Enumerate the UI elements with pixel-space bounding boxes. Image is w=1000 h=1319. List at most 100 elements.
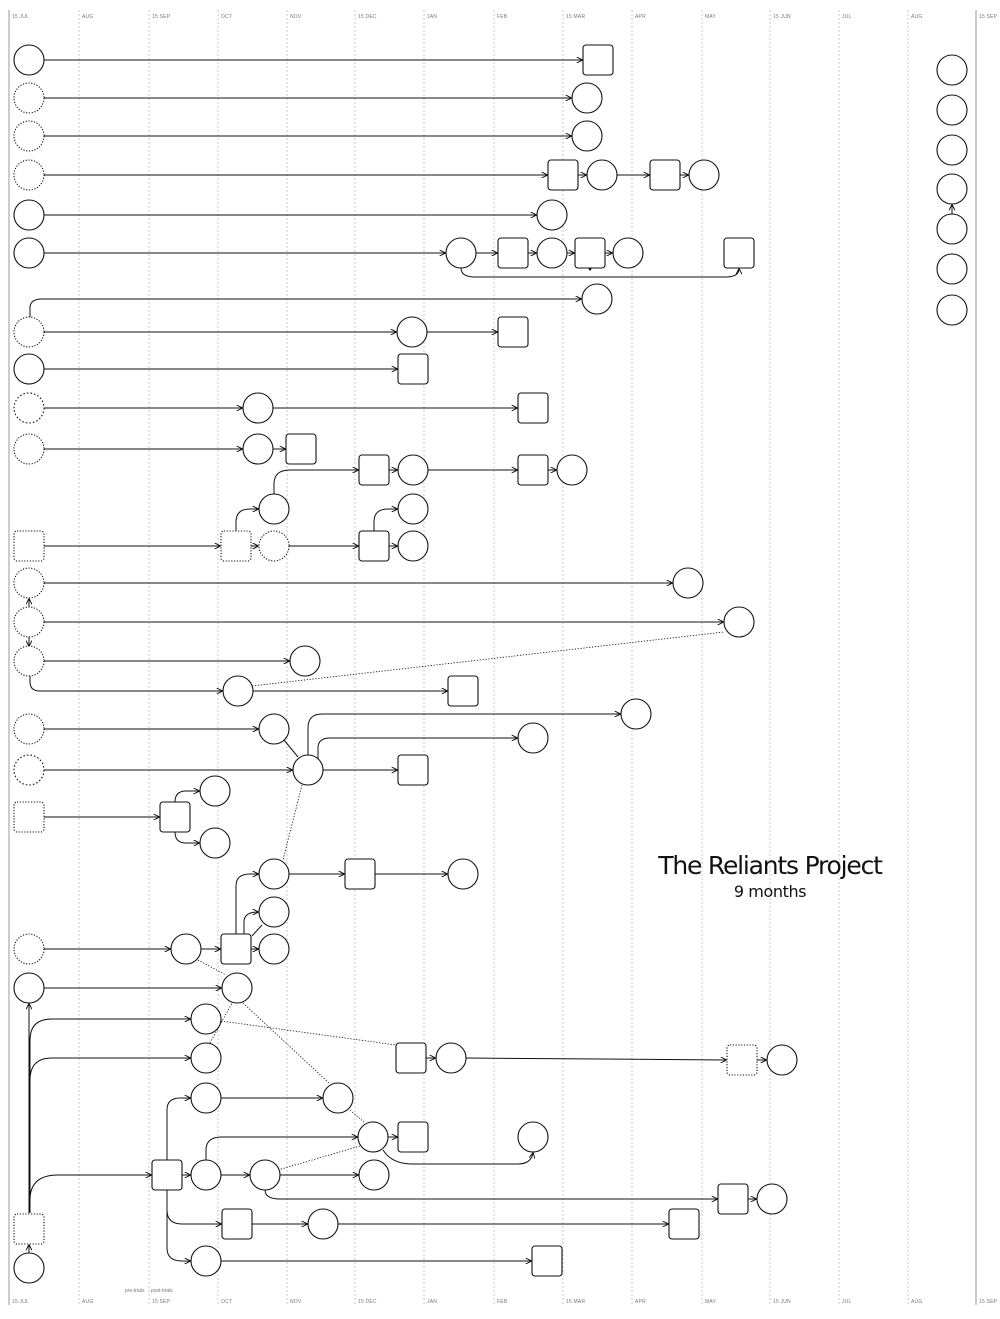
edge-curve: [460, 267, 739, 278]
node-circle: [13, 1252, 45, 1284]
node-circle: [190, 1082, 222, 1114]
node-circle: [13, 754, 45, 786]
node-square: [13, 801, 45, 833]
node-circle: [536, 237, 568, 269]
node-circle: [242, 392, 274, 424]
node-circle: [307, 1208, 339, 1240]
tick-label: APR: [635, 1299, 646, 1305]
node-circle: [517, 1121, 549, 1153]
node-circle: [322, 1082, 354, 1114]
tick-label: MAY: [705, 14, 717, 20]
node-circle: [536, 199, 568, 231]
node-circle: [13, 933, 45, 965]
node-circle: [397, 454, 429, 486]
node-square: [13, 530, 45, 562]
node-circle: [756, 1183, 788, 1215]
node-circle: [447, 858, 479, 890]
node-circle: [936, 253, 968, 285]
node-square: [151, 1159, 183, 1191]
node-circle: [397, 493, 429, 525]
tick-label: AUG: [911, 1299, 922, 1305]
edge-curve: [174, 831, 199, 843]
edge-dependency: [277, 1145, 361, 1171]
node-circle: [190, 1159, 222, 1191]
node-square: [447, 675, 479, 707]
node-circle: [571, 82, 603, 114]
node-circle: [249, 1159, 281, 1191]
node-circle: [612, 237, 644, 269]
node-circle: [13, 44, 45, 76]
edge-curve: [29, 299, 581, 317]
node-circle: [13, 392, 45, 424]
tick-label: 15 SEP: [152, 1299, 171, 1305]
node-square: [13, 1213, 45, 1245]
node-circle: [766, 1044, 798, 1076]
edge-curve: [174, 791, 199, 803]
edge-arrow: [465, 1058, 726, 1060]
node-circle: [13, 433, 45, 465]
node-circle: [199, 827, 231, 859]
edge-curve: [29, 676, 222, 691]
edge-curve: [235, 874, 258, 934]
tick-label: 15 MAR: [566, 1299, 585, 1305]
edge-dependency: [251, 631, 725, 687]
node-square: [547, 159, 579, 191]
node-circle: [672, 567, 704, 599]
node-circle: [13, 199, 45, 231]
tick-label: 15 JUN: [773, 14, 791, 20]
node-circle: [936, 54, 968, 86]
node-circle: [199, 775, 231, 807]
node-square: [649, 159, 681, 191]
edge-curve: [166, 1190, 190, 1261]
tick-label: 15 MAR: [566, 14, 585, 20]
tick-label: JUL: [842, 14, 852, 20]
node-square: [397, 353, 429, 385]
node-square: [723, 237, 755, 269]
tick-label: NOV: [290, 14, 302, 20]
edge-curve: [373, 509, 397, 531]
edge-curve: [243, 912, 258, 934]
node-circle: [571, 120, 603, 152]
edge-dependency: [349, 1109, 366, 1124]
node-circle: [581, 283, 613, 315]
node-circle: [358, 1159, 390, 1191]
node-circle: [13, 713, 45, 745]
node-circle: [190, 1042, 222, 1074]
node-circle: [258, 713, 290, 745]
node-square: [221, 1208, 253, 1240]
node-circle: [517, 722, 549, 754]
edge-curve: [166, 1098, 190, 1160]
tick-label: JAN: [427, 1299, 437, 1305]
edge-curve: [29, 1019, 190, 1213]
node-circle: [688, 159, 720, 191]
tick-label: FEB: [497, 14, 508, 20]
edge-curve: [307, 714, 620, 755]
node-square: [531, 1245, 563, 1277]
edge-curve: [205, 1137, 357, 1160]
node-circle: [170, 933, 202, 965]
node-circle: [13, 645, 45, 677]
node-circle: [258, 858, 290, 890]
edge-curve: [273, 470, 358, 494]
tick-label: 15 DEC: [358, 14, 377, 20]
timeline-gridlines: [8, 10, 977, 1305]
edge-dependency: [242, 1002, 331, 1085]
footer-label-pre: pre-trials: [125, 1288, 145, 1294]
edge-curve: [29, 1058, 190, 1213]
node-circle: [13, 353, 45, 385]
node-square: [358, 454, 390, 486]
node-square: [517, 454, 549, 486]
node-circle: [936, 294, 968, 326]
node-square: [397, 1121, 429, 1153]
tick-label: AUG: [82, 14, 93, 20]
node-circle: [435, 1042, 467, 1074]
node-square: [220, 530, 252, 562]
edges: [29, 60, 952, 1261]
tick-label: 15 JUL: [12, 14, 29, 20]
edge-curve: [235, 509, 258, 531]
node-circle: [556, 454, 588, 486]
node-circle: [936, 134, 968, 166]
node-circle: [289, 645, 321, 677]
